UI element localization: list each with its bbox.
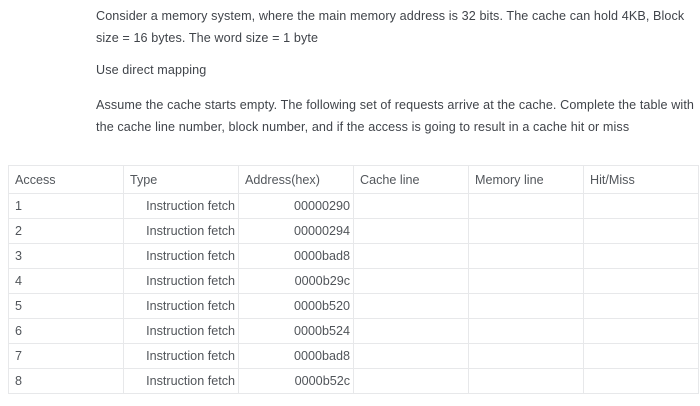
cell-access: 7 <box>8 343 124 369</box>
cell-type: Instruction fetch <box>123 343 239 369</box>
cell-address: 0000b520 <box>238 293 354 319</box>
col-header-memory-line: Memory line <box>468 165 584 194</box>
cell-type: Instruction fetch <box>123 268 239 294</box>
cell-address: 00000290 <box>238 193 354 219</box>
cell-cache-line <box>353 218 469 244</box>
cell-type: Instruction fetch <box>123 193 239 219</box>
cell-hit-miss <box>583 368 699 394</box>
question-text: Consider a memory system, where the main… <box>96 5 700 138</box>
table-row: 8 Instruction fetch 0000b52c <box>8 368 699 394</box>
cell-type: Instruction fetch <box>123 318 239 344</box>
cell-hit-miss <box>583 318 699 344</box>
cell-hit-miss <box>583 343 699 369</box>
cell-access: 8 <box>8 368 124 394</box>
cell-cache-line <box>353 343 469 369</box>
cell-hit-miss <box>583 268 699 294</box>
table-row: 7 Instruction fetch 0000bad8 <box>8 343 699 369</box>
cell-cache-line <box>353 368 469 394</box>
question-paragraph-instructions: Assume the cache starts empty. The follo… <box>96 98 695 134</box>
cell-cache-line <box>353 268 469 294</box>
cell-access: 2 <box>8 218 124 244</box>
col-header-address-hex: Address(hex) <box>238 165 354 194</box>
table-row: 5 Instruction fetch 0000b520 <box>8 293 699 319</box>
col-header-hit-miss: Hit/Miss <box>583 165 699 194</box>
cell-memory-line <box>468 368 584 394</box>
table-row: 2 Instruction fetch 00000294 <box>8 218 699 244</box>
table-row: 4 Instruction fetch 0000b29c <box>8 268 699 294</box>
table-header-row: Access Type Address(hex) Cache line Memo… <box>8 165 699 194</box>
cell-memory-line <box>468 268 584 294</box>
cell-type: Instruction fetch <box>123 293 239 319</box>
table-row: 6 Instruction fetch 0000b524 <box>8 318 699 344</box>
cell-address: 00000294 <box>238 218 354 244</box>
cell-access: 4 <box>8 268 124 294</box>
cell-address: 0000b524 <box>238 318 354 344</box>
cell-memory-line <box>468 243 584 269</box>
cell-hit-miss <box>583 218 699 244</box>
cell-cache-line <box>353 318 469 344</box>
cell-cache-line <box>353 193 469 219</box>
cell-memory-line <box>468 318 584 344</box>
cell-hit-miss <box>583 293 699 319</box>
cell-access: 5 <box>8 293 124 319</box>
cell-address: 0000bad8 <box>238 343 354 369</box>
question-paragraph-memory-system: Consider a memory system, where the main… <box>96 9 685 45</box>
cell-access: 1 <box>8 193 124 219</box>
cell-type: Instruction fetch <box>123 243 239 269</box>
memory-access-table: Access Type Address(hex) Cache line Memo… <box>8 165 699 394</box>
table-row: 3 Instruction fetch 0000bad8 <box>8 243 699 269</box>
cell-type: Instruction fetch <box>123 368 239 394</box>
col-header-type: Type <box>123 165 239 194</box>
table-row: 1 Instruction fetch 00000290 <box>8 193 699 219</box>
cell-hit-miss <box>583 193 699 219</box>
cell-access: 3 <box>8 243 124 269</box>
cell-address: 0000b29c <box>238 268 354 294</box>
cell-cache-line <box>353 243 469 269</box>
cell-type: Instruction fetch <box>123 218 239 244</box>
cell-memory-line <box>468 193 584 219</box>
cell-memory-line <box>468 343 584 369</box>
cell-address: 0000bad8 <box>238 243 354 269</box>
cell-hit-miss <box>583 243 699 269</box>
cell-address: 0000b52c <box>238 368 354 394</box>
col-header-access: Access <box>8 165 124 194</box>
cell-memory-line <box>468 293 584 319</box>
col-header-cache-line: Cache line <box>353 165 469 194</box>
cell-memory-line <box>468 218 584 244</box>
question-paragraph-mapping: Use direct mapping <box>96 63 207 77</box>
cell-access: 6 <box>8 318 124 344</box>
cell-cache-line <box>353 293 469 319</box>
